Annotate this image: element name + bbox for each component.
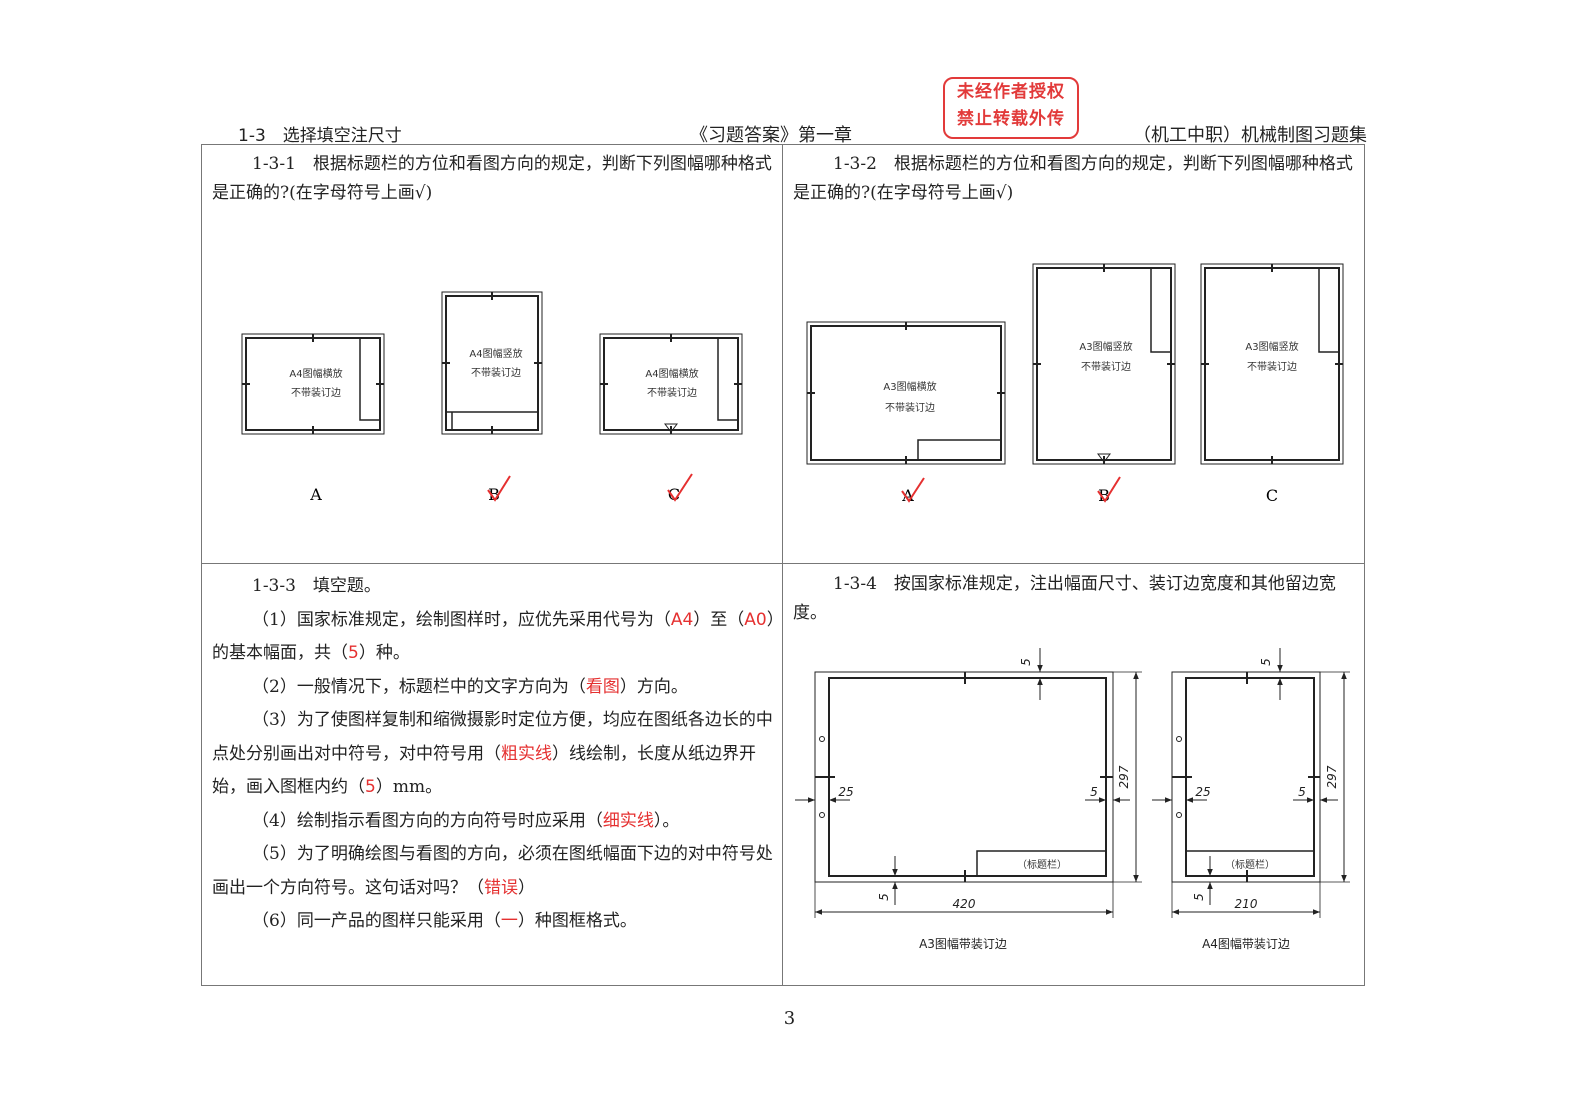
q3-s1-text-b: ）至（ — [693, 609, 745, 630]
q3-s3-text-b: ）线绘制，长度从纸边界开始，画入图框内约（ — [212, 743, 756, 798]
question-1-3-4-text: 1-3-4 按国家标准规定，注出幅面尺寸、装订边宽度和其他留边宽度。 — [793, 574, 1336, 623]
question-1-3-3: 1-3-3 填空题。 （1）国家标准规定，绘制图样时，应优先采用代号为（A4）至… — [212, 570, 777, 939]
q4-a3-margin-bottom: 5 — [877, 893, 891, 901]
q1-label-c: C — [668, 485, 680, 504]
q4-a3-caption: A3图幅带装订边 — [919, 936, 1007, 951]
q3-s3-text: （3）为了使图样复制和缩微摄影时定位方便，均应在图纸各边长的中点处分别画出对中符… — [212, 710, 773, 764]
q1-frame-b-text-1: A4图幅竖放 — [469, 347, 522, 360]
q4-a3-margin-top: 5 — [1019, 658, 1033, 666]
chapter-title: 《习题答案》第一章 — [690, 125, 852, 146]
question-1-3-1-text: 1-3-1 根据标题栏的方位和看图方向的规定，判断下列图幅哪种格式是正确的?(在… — [212, 154, 772, 203]
q3-s5-text-b: ） — [518, 877, 535, 898]
q4-a4-margin-right: 5 — [1298, 785, 1306, 799]
q3-s3-text-c: ）mm。 — [375, 777, 443, 797]
q2-frame-a-text-2: 不带装订边 — [885, 401, 935, 414]
copyright-stamp: 未经作者授权 禁止转载外传 — [943, 77, 1079, 139]
q4-a4-width: 210 — [1235, 897, 1258, 911]
q1-check-b-icon — [487, 475, 511, 502]
q4-a3-titleblock: （标题栏） — [1017, 858, 1067, 871]
q3-answer-5: 粗实线 — [501, 743, 552, 764]
q4-a4-caption: A4图幅带装订边 — [1202, 936, 1290, 951]
q3-s1-text-c: ）的基本幅面，共（ — [212, 609, 776, 664]
q2-frame-b-text-1: A3图幅竖放 — [1079, 340, 1132, 353]
q3-answer-9: 一 — [500, 911, 518, 931]
q1-frame-c-text-2: 不带装订边 — [647, 386, 697, 399]
question-1-3-2-text: 1-3-2 根据标题栏的方位和看图方向的规定，判断下列图幅哪种格式是正确的?(在… — [793, 154, 1353, 203]
q3-s6-text-b: ）种图框格式。 — [517, 911, 637, 931]
q3-answer-7: 细实线 — [602, 810, 654, 831]
q1-frame-c-text-1: A4图幅横放 — [645, 367, 698, 380]
q4-a3-drawing — [795, 648, 1142, 918]
q3-answer-4: 看图 — [585, 676, 620, 697]
q4-a3-bind: 25 — [838, 785, 853, 799]
q2-check-a-icon — [901, 477, 925, 503]
q4-a3-margin-right: 5 — [1090, 785, 1098, 799]
grid-divider-vertical — [782, 144, 783, 986]
q2-frame-c-text-1: A3图幅竖放 — [1245, 340, 1298, 353]
q3-answer-3: 5 — [348, 643, 359, 663]
q2-frame-a-text-1: A3图幅横放 — [883, 380, 936, 393]
q3-s2-text-b: ）方向。 — [619, 676, 688, 697]
stamp-line-2: 禁止转载外传 — [957, 109, 1065, 129]
page-number: 3 — [783, 1008, 796, 1029]
section-title: 1-3 选择填空注尺寸 — [238, 126, 402, 146]
q2-check-b-icon — [1097, 476, 1121, 503]
q3-answer-8: 错误 — [484, 877, 518, 898]
q4-a4-height: 297 — [1325, 765, 1339, 788]
q3-answer-1: A4 — [670, 609, 694, 630]
question-1-3-4: 1-3-4 按国家标准规定，注出幅面尺寸、装订边宽度和其他留边宽度。 — [793, 570, 1355, 628]
q1-frame-b-text-2: 不带装订边 — [471, 366, 521, 379]
q1-frame-b — [441, 291, 543, 435]
q4-a4-titleblock: （标题栏） — [1225, 858, 1275, 871]
q3-s6-text: （6）同一产品的图样只能采用（ — [252, 911, 501, 931]
q4-a4-margin-top: 5 — [1259, 658, 1273, 666]
q2-frame-b — [1032, 263, 1176, 465]
q3-s5-text: （5）为了明确绘图与看图的方向，必须在图纸幅面下边的对中符号处画出一个方向符号。… — [212, 844, 773, 898]
q2-label-c: C — [1266, 486, 1278, 505]
q2-frame-b-text-2: 不带装订边 — [1081, 360, 1131, 373]
q3-title: 1-3-3 填空题。 — [252, 576, 381, 596]
q1-frame-c — [599, 333, 743, 435]
q2-label-a: A — [901, 486, 914, 505]
q1-label-a: A — [309, 485, 322, 504]
q1-check-c-icon — [667, 473, 693, 502]
question-1-3-2: 1-3-2 根据标题栏的方位和看图方向的规定，判断下列图幅哪种格式是正确的?(在… — [793, 150, 1355, 208]
q1-frame-a-text-1: A4图幅横放 — [289, 367, 342, 380]
grid-divider-horizontal — [201, 563, 1365, 564]
q2-frame-c — [1200, 263, 1344, 465]
q3-s2-text: （2）一般情况下，标题栏中的文字方向为（ — [252, 676, 586, 697]
q2-label-b: B — [1098, 486, 1110, 505]
q1-frame-a-text-2: 不带装订边 — [291, 386, 341, 399]
question-1-3-1: 1-3-1 根据标题栏的方位和看图方向的规定，判断下列图幅哪种格式是正确的?(在… — [212, 150, 774, 208]
book-title: （机工中职）机械制图习题集 — [1133, 125, 1367, 146]
q1-frame-a — [241, 333, 385, 435]
q4-a4-drawing — [1152, 648, 1350, 918]
q4-a3-height: 297 — [1117, 765, 1131, 788]
exercise-grid — [201, 144, 1365, 986]
q2-frame-a — [806, 321, 1006, 465]
stamp-line-1: 未经作者授权 — [957, 82, 1065, 102]
q2-frame-c-text-2: 不带装订边 — [1247, 360, 1297, 373]
q3-s4-text-b: ）。 — [653, 810, 680, 831]
q3-s4-text: （4）绘制指示看图方向的方向符号时应采用（ — [252, 810, 603, 831]
q3-s1-text: （1）国家标准规定，绘制图样时，应优先采用代号为（ — [252, 609, 671, 630]
q4-a4-margin-bottom: 5 — [1192, 893, 1206, 901]
q4-a3-width: 420 — [953, 897, 976, 911]
q3-answer-2: A0 — [744, 609, 767, 630]
q1-label-b: B — [488, 485, 500, 504]
q4-a4-bind: 25 — [1195, 785, 1210, 799]
q3-s1-text-d: ）种。 — [358, 643, 410, 663]
q3-answer-6: 5 — [365, 777, 376, 797]
